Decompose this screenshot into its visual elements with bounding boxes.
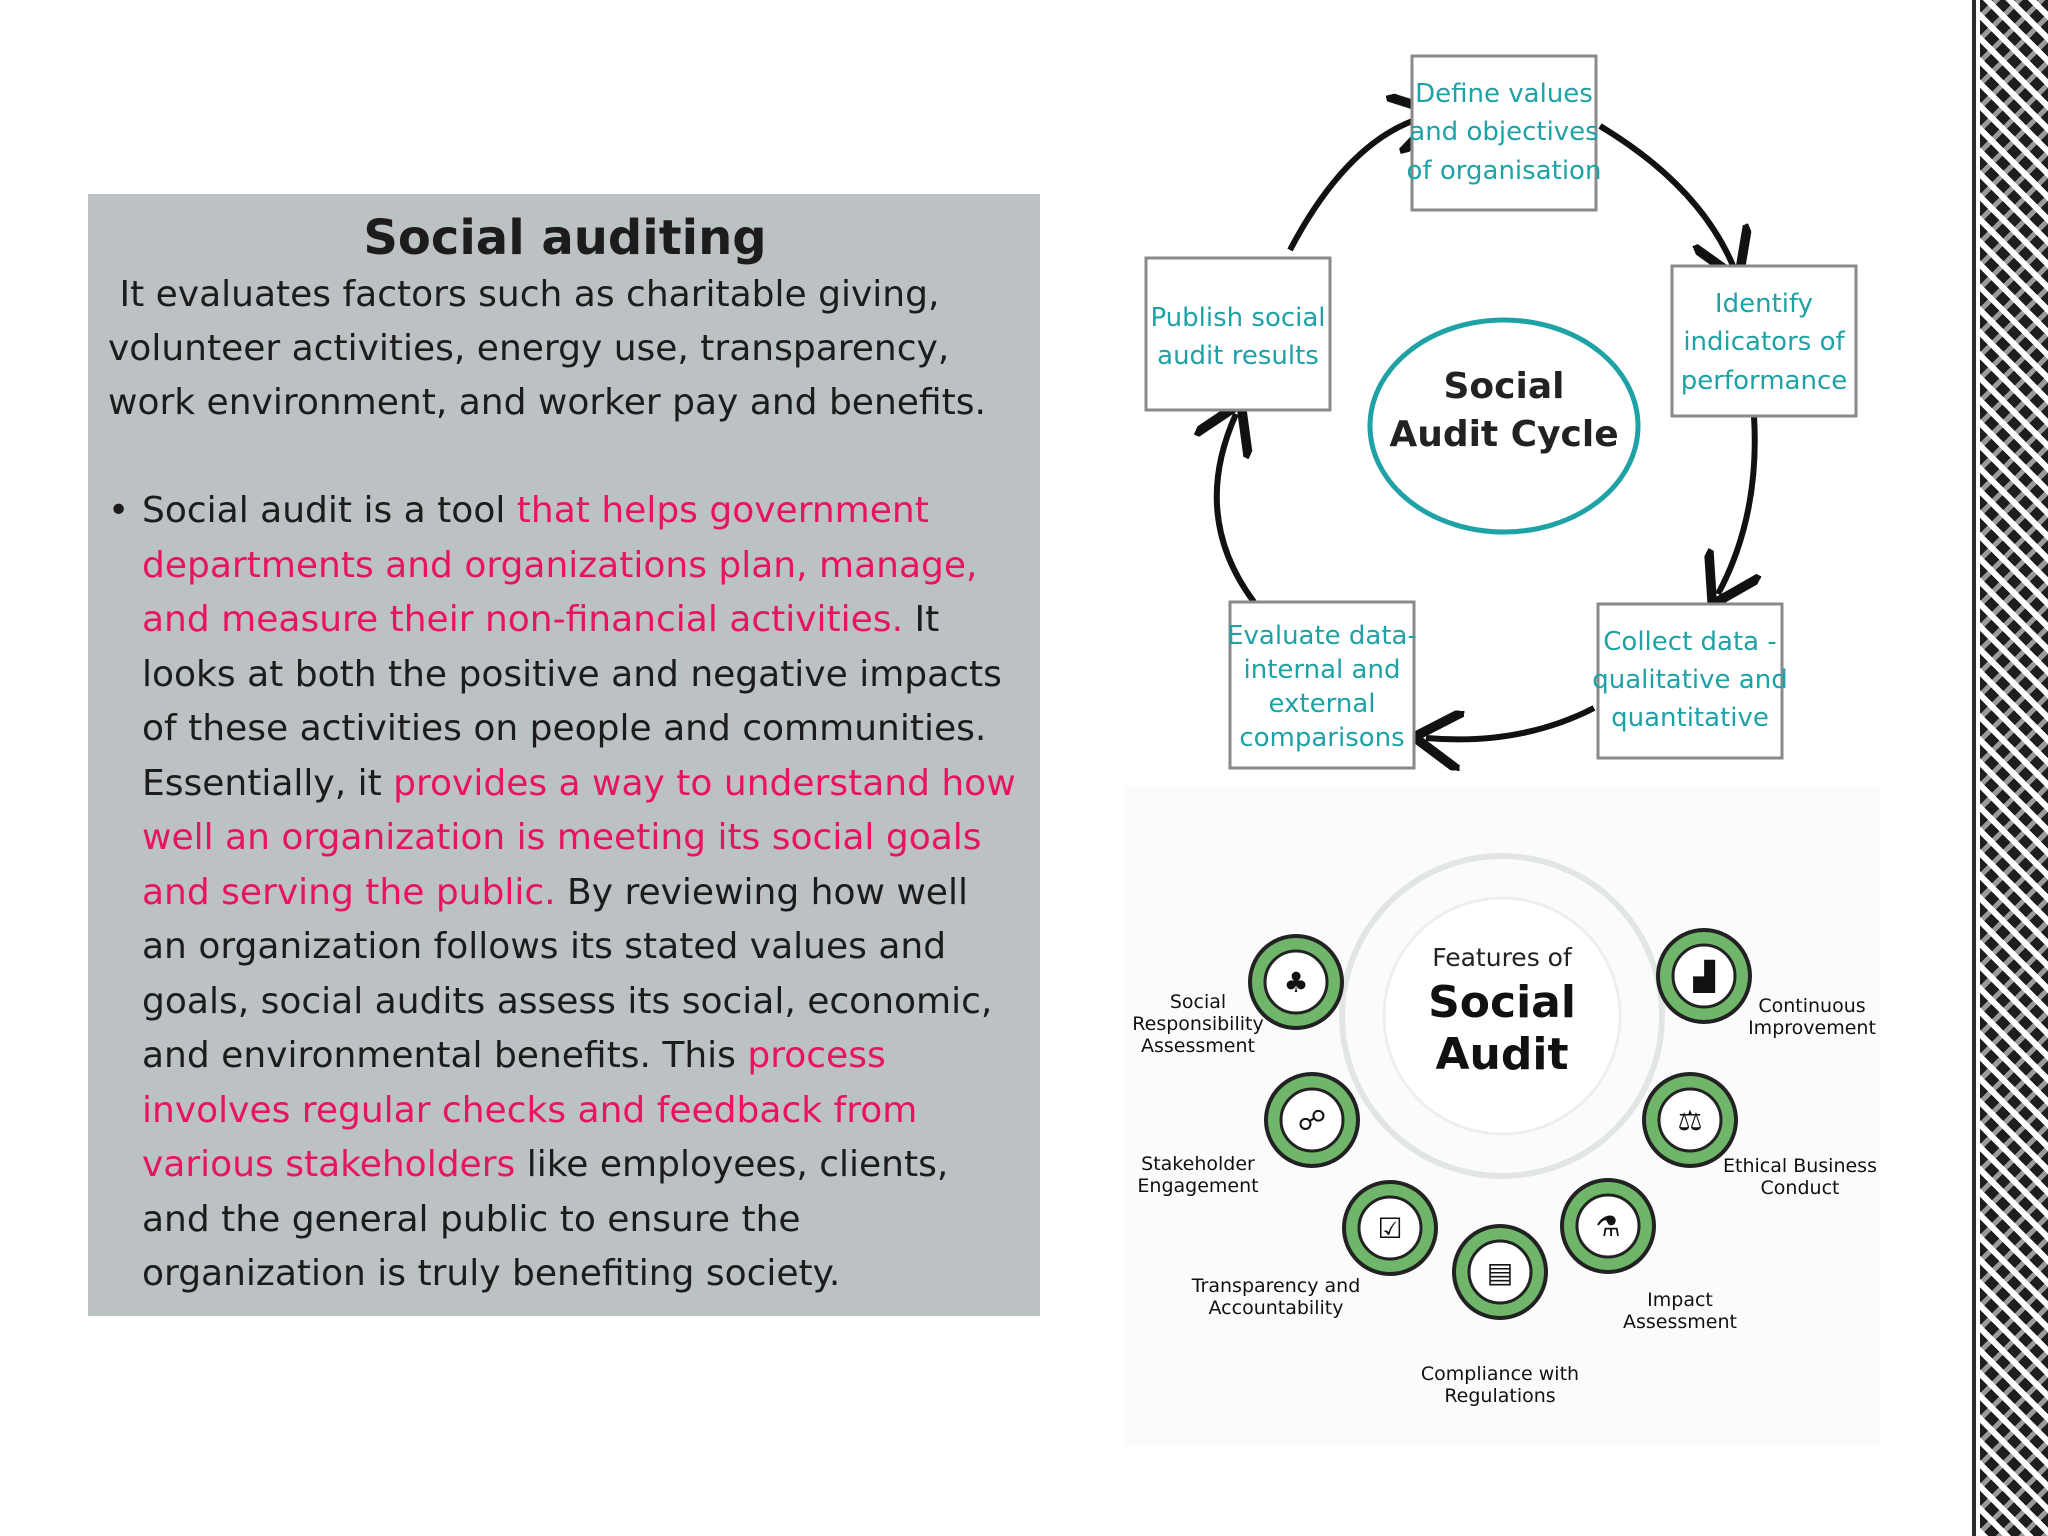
edge-divider-line (1972, 0, 1976, 1536)
scales-icon: ⚖ (1677, 1104, 1702, 1137)
cycle-arrow-1 (1287, 116, 1428, 252)
cycle-center-line-1: Social (1444, 366, 1565, 407)
people-hand-icon: ♣ (1283, 966, 1308, 999)
features-title-line-3: Audit (1436, 1029, 1569, 1080)
cycle-step-evaluate-data: Evaluate data- internal and external com… (1227, 600, 1417, 770)
feature-stakeholder-engagement: ☍ Stakeholder Engagement (1137, 1072, 1360, 1197)
feature-5-line-2: Assessment (1623, 1311, 1737, 1333)
step-4-line-2: internal and (1244, 655, 1401, 685)
feature-2-line-2: Engagement (1137, 1175, 1258, 1197)
cycle-step-define-values: Define values and objectives of organisa… (1407, 54, 1602, 212)
feature-5-line-1: Impact (1647, 1289, 1713, 1311)
cycle-arrow-4 (1426, 705, 1596, 739)
feature-7-line-1: Continuous (1758, 995, 1865, 1017)
clipboard-icon: ⚗ (1595, 1210, 1620, 1243)
panel-intro: It evaluates factors such as charitable … (108, 274, 986, 423)
bullet-text-3: By reviewing how well an organization fo… (142, 871, 993, 1077)
checklist-icon: ☑ (1377, 1212, 1402, 1245)
bullet-text-1: Social audit is a tool (142, 490, 517, 531)
bullet-highlight-1: that helps government departments and or… (142, 490, 978, 640)
decorative-edge-strip (1980, 0, 2048, 1536)
feature-impact-assessment: ⚗ Impact Assessment (1560, 1178, 1737, 1333)
step-5-line-1: Publish social (1150, 303, 1325, 333)
feature-transparency: ☑ Transparency and Accountability (1191, 1180, 1438, 1319)
step-1-line-2: and objectives (1409, 117, 1598, 147)
bullet-item: • Social audit is a tool that helps gove… (108, 484, 1022, 1302)
bullet-highlight-3: process involves regular checks and feed… (142, 1035, 918, 1185)
feature-6-line-2: Conduct (1761, 1177, 1840, 1199)
step-4-line-4: comparisons (1239, 723, 1404, 753)
feature-3-line-1: Transparency and (1191, 1275, 1361, 1297)
step-1-line-3: of organisation (1407, 156, 1602, 186)
step-2-line-2: indicators of (1683, 327, 1845, 357)
feature-1-line-1: Social (1170, 991, 1226, 1013)
feature-6-line-1: Ethical Business (1723, 1155, 1877, 1177)
bullet-text-4: like employees, clients, and the general… (142, 1144, 949, 1294)
features-title-line-1: Features of (1432, 943, 1573, 972)
step-3-line-2: qualitative and (1592, 665, 1787, 695)
cycle-arrow-5 (1217, 414, 1257, 604)
cycle-step-collect-data: Collect data - qualitative and quantitat… (1592, 602, 1788, 760)
step-5-line-2: audit results (1157, 341, 1319, 371)
step-4-line-3: external (1269, 689, 1376, 719)
step-3-line-3: quantitative (1611, 703, 1769, 733)
step-1-line-1: Define values (1415, 79, 1593, 109)
step-4-line-1: Evaluate data- (1227, 621, 1417, 651)
features-center-ring (1339, 853, 1665, 1179)
features-title-line-2: Social (1428, 977, 1576, 1028)
bullet-icon: • (108, 490, 130, 531)
document-icon: ▤ (1487, 1256, 1513, 1289)
feature-compliance: ▤ Compliance with Regulations (1421, 1224, 1579, 1407)
network-icon: ☍ (1298, 1104, 1326, 1137)
feature-7-line-2: Improvement (1748, 1017, 1876, 1039)
step-2-line-1: Identify (1715, 289, 1813, 319)
text-panel: Social auditing It evaluates factors suc… (88, 194, 1040, 1316)
cycle-arrow-2 (1598, 123, 1734, 268)
feature-social-responsibility: ♣ Social Responsibility Assessment (1132, 934, 1344, 1057)
cycle-step-publish-results: Publish social audit results (1144, 256, 1332, 412)
feature-1-line-3: Assessment (1141, 1035, 1255, 1057)
cycle-arrow-3 (1718, 415, 1755, 594)
feature-4-line-2: Regulations (1444, 1385, 1555, 1407)
feature-2-line-1: Stakeholder (1141, 1153, 1255, 1175)
feature-1-line-2: Responsibility (1132, 1013, 1263, 1035)
feature-ethical-conduct: ⚖ Ethical Business Conduct (1642, 1072, 1877, 1199)
cycle-step-identify-indicators: Identify indicators of performance (1670, 264, 1858, 418)
features-of-social-audit-diagram: Features of Social Audit ♣ Social Respon… (1124, 786, 1880, 1446)
cycle-center-ellipse (1367, 317, 1641, 535)
feature-4-line-1: Compliance with (1421, 1363, 1579, 1385)
features-center-circle (1382, 896, 1622, 1136)
step-3-line-1: Collect data - (1603, 627, 1776, 657)
feature-continuous-improvement: ▟ Continuous Improvement (1656, 928, 1876, 1039)
step-2-line-3: performance (1681, 366, 1848, 396)
social-audit-cycle-diagram: Social Audit Cycle Define values and obj… (1144, 54, 1858, 776)
bullet-highlight-2: provides a way to understand how well an… (142, 762, 1016, 913)
cycle-center-line-2: Audit Cycle (1389, 414, 1618, 455)
feature-3-line-2: Accountability (1209, 1297, 1344, 1319)
panel-title: Social auditing (363, 210, 767, 266)
bullet-text-2: It looks at both the positive and negati… (142, 599, 1002, 804)
growth-chart-icon: ▟ (1692, 959, 1715, 993)
